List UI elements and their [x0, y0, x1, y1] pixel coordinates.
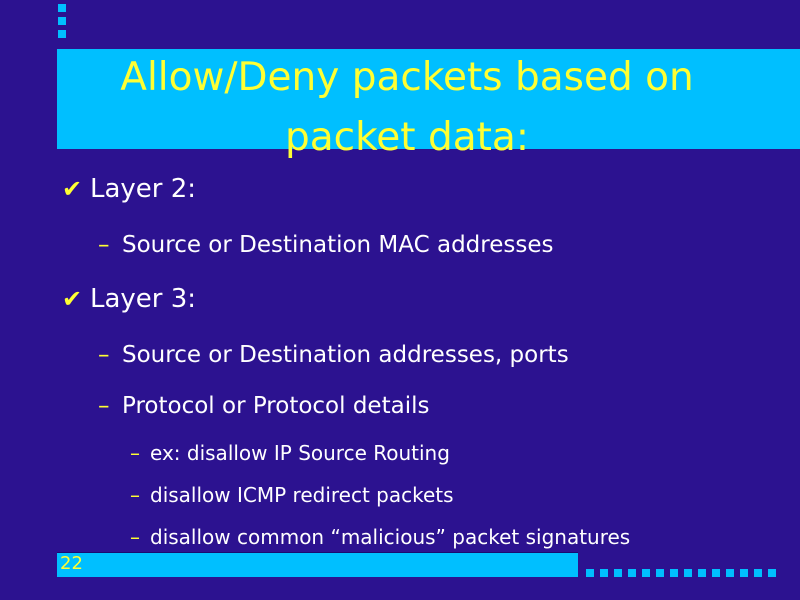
page-number: 22: [60, 553, 83, 574]
title-band: [57, 49, 800, 149]
sub-bullet-text: Source or Destination MAC addresses: [122, 232, 554, 258]
bullet-layer-3: ✔ Layer 3:: [62, 280, 196, 318]
sub-sub-bullet-text: ex: disallow IP Source Routing: [150, 441, 450, 465]
sub-bullet-text: Source or Destination addresses, ports: [122, 342, 569, 368]
sub-bullet: – Protocol or Protocol details: [98, 390, 429, 422]
sub-sub-bullet: – disallow ICMP redirect packets: [130, 481, 454, 509]
slide-title: Allow/Deny packets based on packet data:: [120, 55, 694, 160]
sub-bullet: – Source or Destination addresses, ports: [98, 339, 569, 371]
sub-sub-bullet-text: disallow ICMP redirect packets: [150, 483, 454, 507]
sub-bullet-text: Protocol or Protocol details: [122, 393, 430, 419]
dash-icon: –: [98, 393, 110, 419]
dash-icon: –: [130, 483, 140, 507]
sub-bullet: – Source or Destination MAC addresses: [98, 229, 553, 261]
bullet-text: Layer 3:: [90, 284, 197, 314]
left-dots-decoration: [58, 4, 66, 43]
dash-icon: –: [130, 525, 140, 549]
check-icon: ✔: [62, 175, 83, 203]
bottom-dots-decoration: [586, 569, 782, 577]
check-icon: ✔: [62, 285, 83, 313]
bullet-text: Layer 2:: [90, 174, 197, 204]
dash-icon: –: [130, 441, 140, 465]
dash-icon: –: [98, 232, 110, 258]
dash-icon: –: [98, 342, 110, 368]
sub-sub-bullet: – disallow common “malicious” packet sig…: [130, 523, 630, 551]
sub-sub-bullet-text: disallow common “malicious” packet signa…: [150, 525, 631, 549]
bullet-layer-2: ✔ Layer 2:: [62, 170, 196, 208]
sub-sub-bullet: – ex: disallow IP Source Routing: [130, 439, 450, 467]
footer-band: [57, 552, 578, 577]
